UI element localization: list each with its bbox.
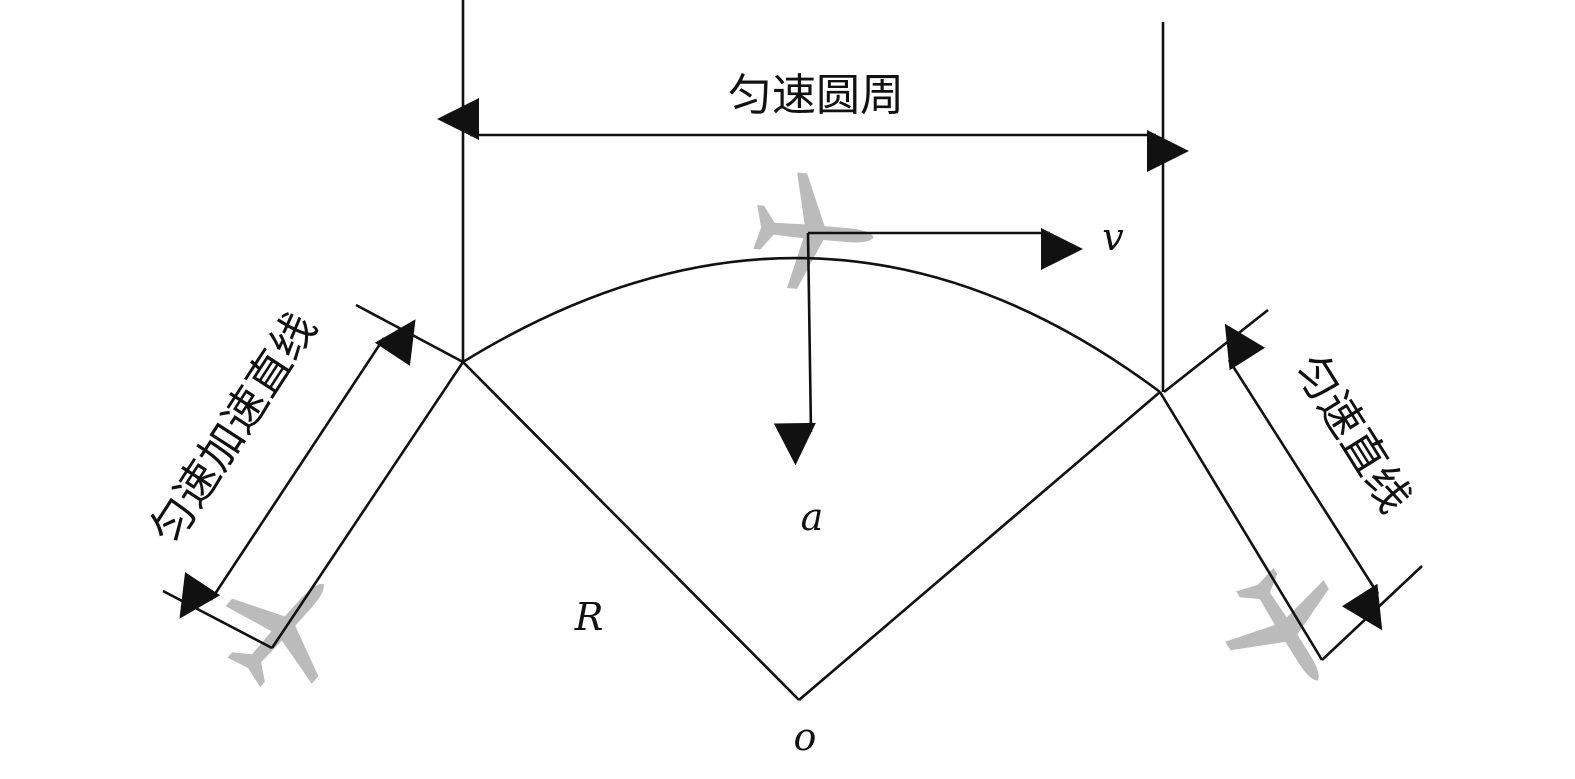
airplane-icon-left: [200, 545, 367, 712]
circular-arc-path: [462, 256, 1161, 394]
airplane-icon-right: [1205, 548, 1368, 712]
acceleration-label: a: [801, 495, 824, 539]
accel-phase-label: 匀速加速直线: [141, 304, 328, 553]
arc-phase-label: 匀速圆周: [728, 70, 904, 121]
left-straight-path: [270, 361, 465, 649]
center-label: o: [794, 715, 817, 759]
radius-right: [798, 391, 1161, 701]
radius-left: [462, 361, 800, 701]
acceleration-arrow: [773, 232, 816, 466]
right-phase-arrow: [1224, 323, 1383, 631]
left-perp-top: [355, 303, 464, 364]
right-straight-path: [1158, 391, 1324, 661]
right-perp-bottom: [1321, 565, 1423, 661]
left-phase-arrow: [179, 319, 416, 619]
right-perp-top: [1163, 308, 1269, 394]
uniform-phase-label: 匀速直线: [1284, 346, 1421, 522]
velocity-label: v: [1102, 215, 1124, 259]
radius-label: R: [574, 595, 604, 639]
